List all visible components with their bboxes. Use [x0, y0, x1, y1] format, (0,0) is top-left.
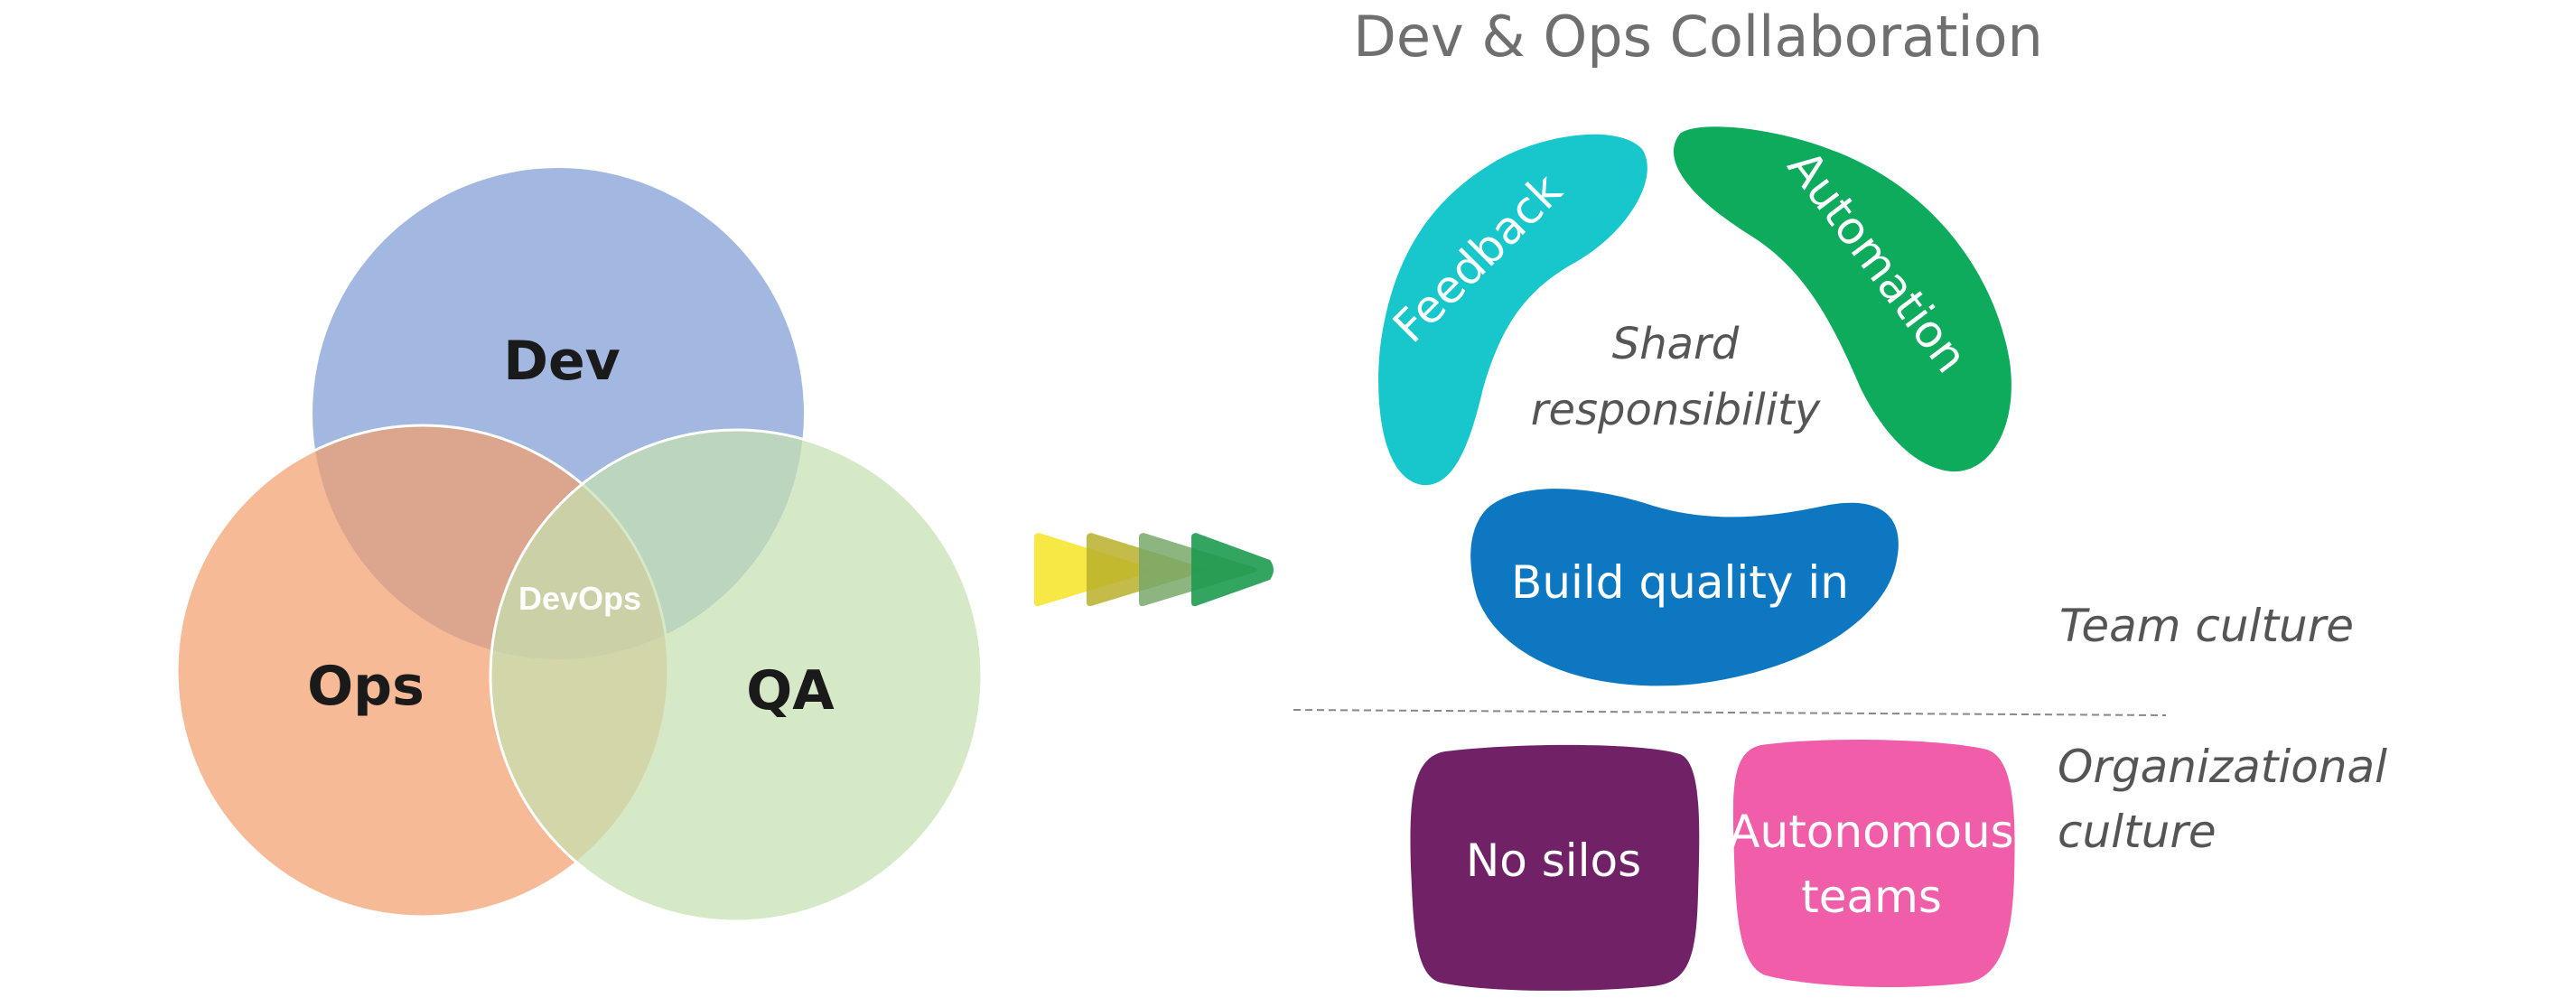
no-silos-box [1410, 744, 1700, 991]
venn-circle-qa [489, 428, 984, 923]
autonomous-teams-line1: Autonomous [1729, 806, 2013, 858]
shared-responsibility-line2: responsibility [1531, 385, 1821, 435]
automation-shape [1673, 126, 2011, 472]
flow-arrow [1034, 533, 1274, 607]
venn-label-ops: Ops [307, 655, 425, 718]
shared-responsibility-line1: Shard [1612, 319, 1740, 369]
autonomous-teams-box [1732, 739, 2015, 988]
build-quality-label: Build quality in [1511, 556, 1849, 609]
feedback-shape [1378, 134, 1647, 486]
culture-divider [1293, 709, 2167, 716]
venn-label-devops: DevOps [518, 580, 641, 617]
venn-label-dev: Dev [503, 330, 621, 393]
org-culture-line1: Organizational [2058, 741, 2387, 793]
team-culture-label: Team culture [2059, 600, 2354, 652]
no-silos-label: No silos [1466, 835, 1641, 887]
autonomous-teams-line2: teams [1801, 871, 1942, 923]
diagram-title: Dev & Ops Collaboration [1353, 4, 2043, 70]
arrow-chevron [1191, 533, 1274, 607]
venn-label-qa: QA [746, 659, 835, 723]
venn-diagram: Dev Ops QA DevOps [175, 168, 984, 923]
org-culture-line2: culture [2058, 806, 2217, 858]
build-quality-shape [1470, 489, 1899, 686]
